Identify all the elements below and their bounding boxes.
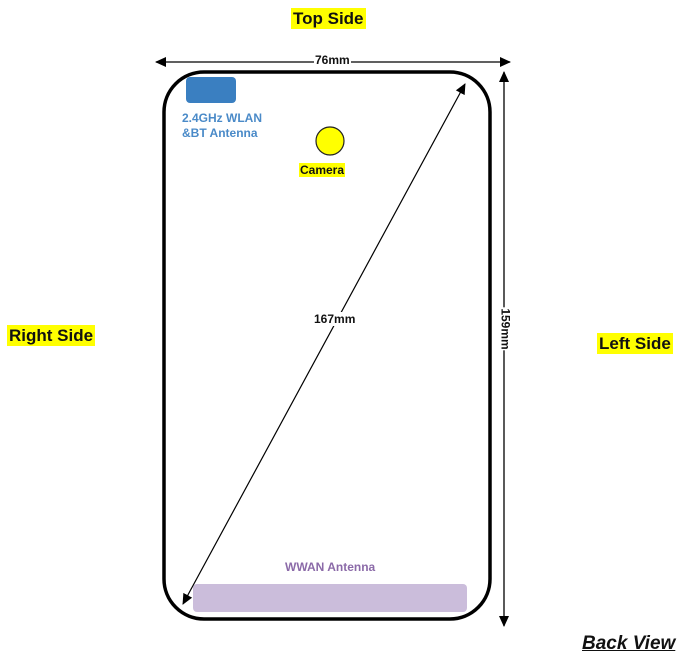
camera-circle xyxy=(315,126,345,156)
camera-label: Camera xyxy=(299,163,346,177)
diagonal-dimension-arrow xyxy=(182,83,466,605)
wlan-antenna-label: 2.4GHz WLAN &BT Antenna xyxy=(182,111,262,141)
left-side-label: Left Side xyxy=(597,333,673,354)
back-view-title: Back View xyxy=(582,633,676,654)
height-dimension-label: 159mm xyxy=(498,307,513,351)
wlan-antenna-label-line1: 2.4GHz WLAN xyxy=(182,111,263,125)
width-dimension-label: 76mm xyxy=(314,53,351,67)
top-side-label: Top Side xyxy=(291,8,366,29)
diagonal-dimension-label: 167mm xyxy=(313,312,357,326)
wlan-antenna-block xyxy=(186,77,236,103)
wlan-antenna-label-line2: &BT Antenna xyxy=(182,126,258,140)
wwan-antenna-label: WWAN Antenna xyxy=(285,560,376,574)
wwan-antenna-block xyxy=(193,584,467,612)
right-side-label: Right Side xyxy=(7,325,96,346)
phone-body xyxy=(162,70,492,621)
